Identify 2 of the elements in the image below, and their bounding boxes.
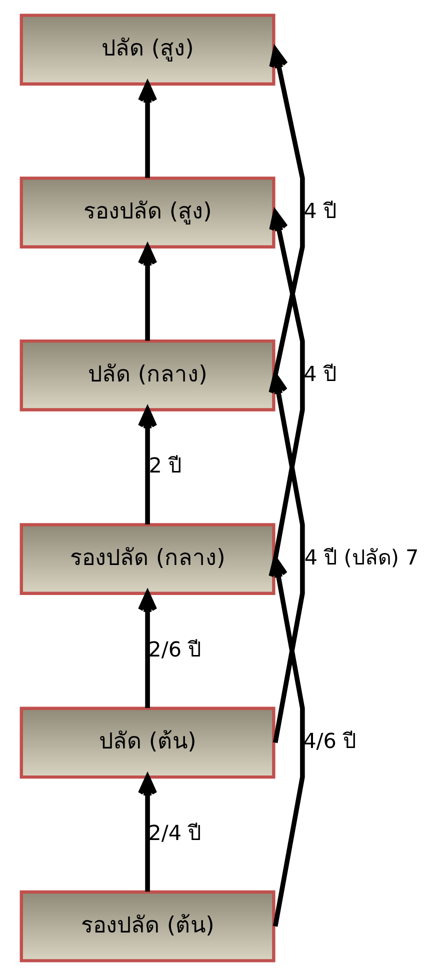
edge-label: 2 ปี — [148, 454, 182, 478]
edge-label: 4 ปี (ปลัด) 7 — [304, 545, 419, 570]
